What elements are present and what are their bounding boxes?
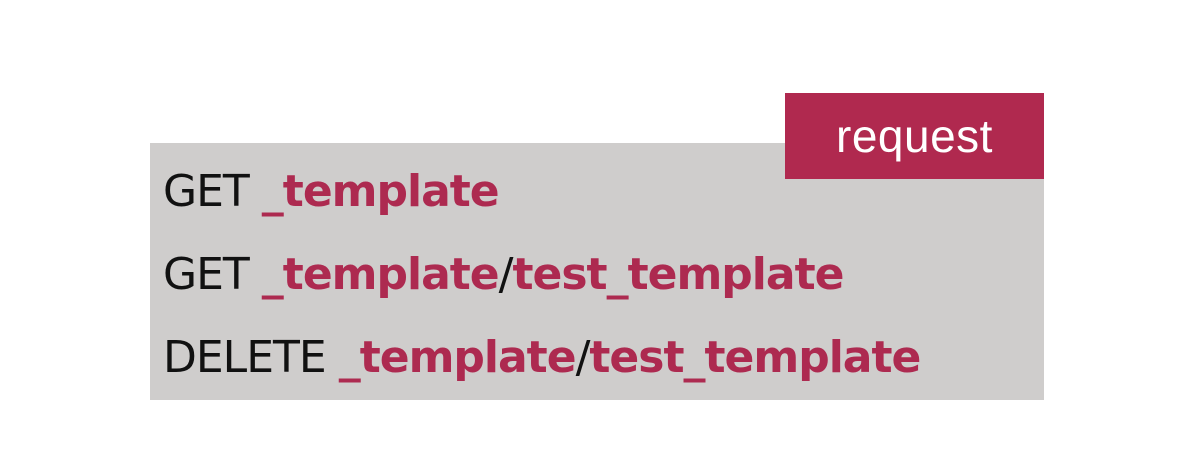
request-badge: request [785, 93, 1044, 179]
endpoint-path: _template [261, 166, 500, 217]
template-name: test_template [512, 249, 844, 300]
http-method: GET [163, 166, 250, 217]
path-separator: / [575, 332, 591, 383]
endpoint-path: _template [261, 249, 500, 300]
http-method: GET [163, 249, 250, 300]
code-panel [150, 143, 1044, 400]
code-line-get-template: GET _template [163, 162, 500, 222]
code-line-get-template-name: GET _template/test_template [163, 245, 844, 305]
path-separator: / [498, 249, 514, 300]
http-method: DELETE [163, 332, 327, 383]
code-line-delete-template-name: DELETE _template/test_template [163, 328, 921, 388]
endpoint-path: _template [338, 332, 577, 383]
template-name: test_template [589, 332, 921, 383]
